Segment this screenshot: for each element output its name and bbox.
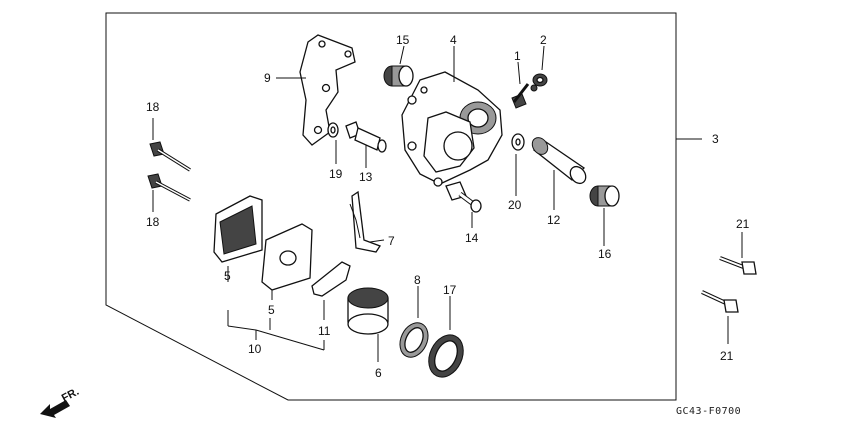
part-12-slide-pin: [531, 137, 587, 210]
part-16-boot: [589, 185, 620, 246]
forward-arrow-icon: [40, 400, 70, 418]
part-21-lower-bolt: [701, 290, 739, 344]
part-14-bolt: [445, 181, 482, 228]
direction-label: FR.: [60, 386, 81, 405]
callout-6: 6: [375, 366, 382, 380]
callout-2: 2: [540, 33, 547, 47]
callout-12: 12: [547, 213, 561, 227]
part-18-upper-pin-bolt: [149, 118, 191, 172]
callout-5-outer-pad: 5: [224, 269, 231, 283]
callout-18-upper: 18: [146, 100, 160, 114]
part-7-pad-spring: [349, 190, 385, 253]
part-8-piston-seal: [399, 286, 429, 358]
assembly-frame: [105, 12, 677, 401]
callout-14: 14: [465, 231, 479, 245]
part-18-lower-pin-bolt: [147, 173, 191, 212]
callout-1: 1: [514, 49, 521, 63]
callout-21-upper: 21: [736, 217, 750, 231]
part-5-brake-pad-outer: [213, 195, 263, 282]
part-21-upper-bolt: [719, 232, 757, 275]
callout-9: 9: [264, 71, 271, 85]
callout-19: 19: [329, 167, 343, 181]
part-2-cap: [530, 45, 548, 92]
callout-4: 4: [450, 33, 457, 47]
part-10-pad-set-bracket: [227, 310, 325, 351]
callout-13: 13: [359, 170, 373, 184]
part-9-bracket: [276, 34, 356, 146]
part-5-brake-pad-inner: [261, 223, 313, 300]
callout-16: 16: [598, 247, 612, 261]
part-11-retainer: [311, 261, 351, 320]
part-19-washer: [327, 122, 339, 164]
callout-18-lower: 18: [146, 215, 160, 229]
callout-3: 3: [712, 132, 719, 146]
part-4-caliper-body: [401, 46, 503, 187]
part-1-bleeder-screw: [511, 61, 530, 109]
callout-17: 17: [443, 283, 457, 297]
part-15-boot: [383, 45, 414, 87]
callout-11: 11: [318, 324, 331, 338]
part-13-collar-bolt: [345, 121, 387, 168]
part-20-washer: [511, 133, 525, 196]
callout-15: 15: [396, 33, 410, 47]
part-6-piston: [347, 287, 389, 362]
callout-20: 20: [508, 198, 522, 212]
callout-21-lower: 21: [720, 349, 734, 363]
callout-10: 10: [248, 342, 262, 356]
drawing-code: GC43-F0700: [676, 406, 741, 417]
callout-5-inner-pad: 5: [268, 303, 275, 317]
callout-7: 7: [388, 234, 395, 248]
callout-8: 8: [414, 273, 421, 287]
part-17-dust-seal: [428, 296, 464, 378]
